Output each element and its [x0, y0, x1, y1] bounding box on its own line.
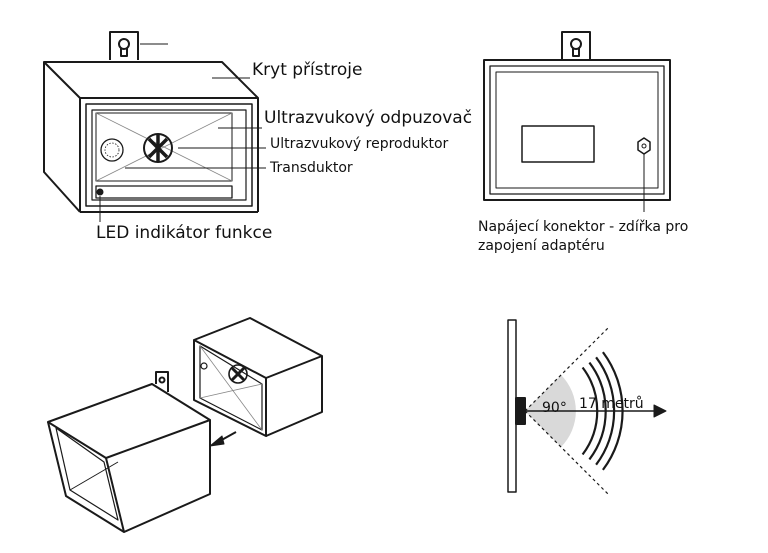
power-jack-icon	[637, 137, 651, 155]
wall	[507, 319, 517, 493]
speaker-icon	[143, 133, 173, 163]
coverage-view	[507, 319, 667, 496]
assembly-view	[47, 317, 323, 533]
cover-label: Kryt přístroje	[252, 60, 363, 80]
repeller-label: Ultrazvukový odpuzovač	[264, 108, 473, 128]
angle-label: 90°	[542, 400, 567, 416]
hang-tab	[109, 31, 139, 60]
led-icon	[96, 188, 104, 196]
cover-top	[43, 61, 259, 99]
transducer-icon	[100, 138, 124, 162]
transducer-label: Transduktor	[270, 160, 353, 176]
device-back-view	[483, 31, 671, 212]
led-label: LED indikátor funkce	[96, 223, 273, 243]
hang-hole	[118, 38, 130, 50]
cover-side	[43, 62, 81, 213]
speaker-label: Ultrazvukový reproduktor	[270, 136, 449, 152]
device-front-view	[43, 31, 259, 213]
power-label: Napájecí konektor - zdířka pro zapojení …	[478, 219, 689, 254]
device-on-wall	[515, 397, 526, 425]
led-strip	[95, 185, 233, 199]
range-label: 17 metrů	[579, 396, 644, 412]
hang-tab-back	[561, 31, 591, 60]
